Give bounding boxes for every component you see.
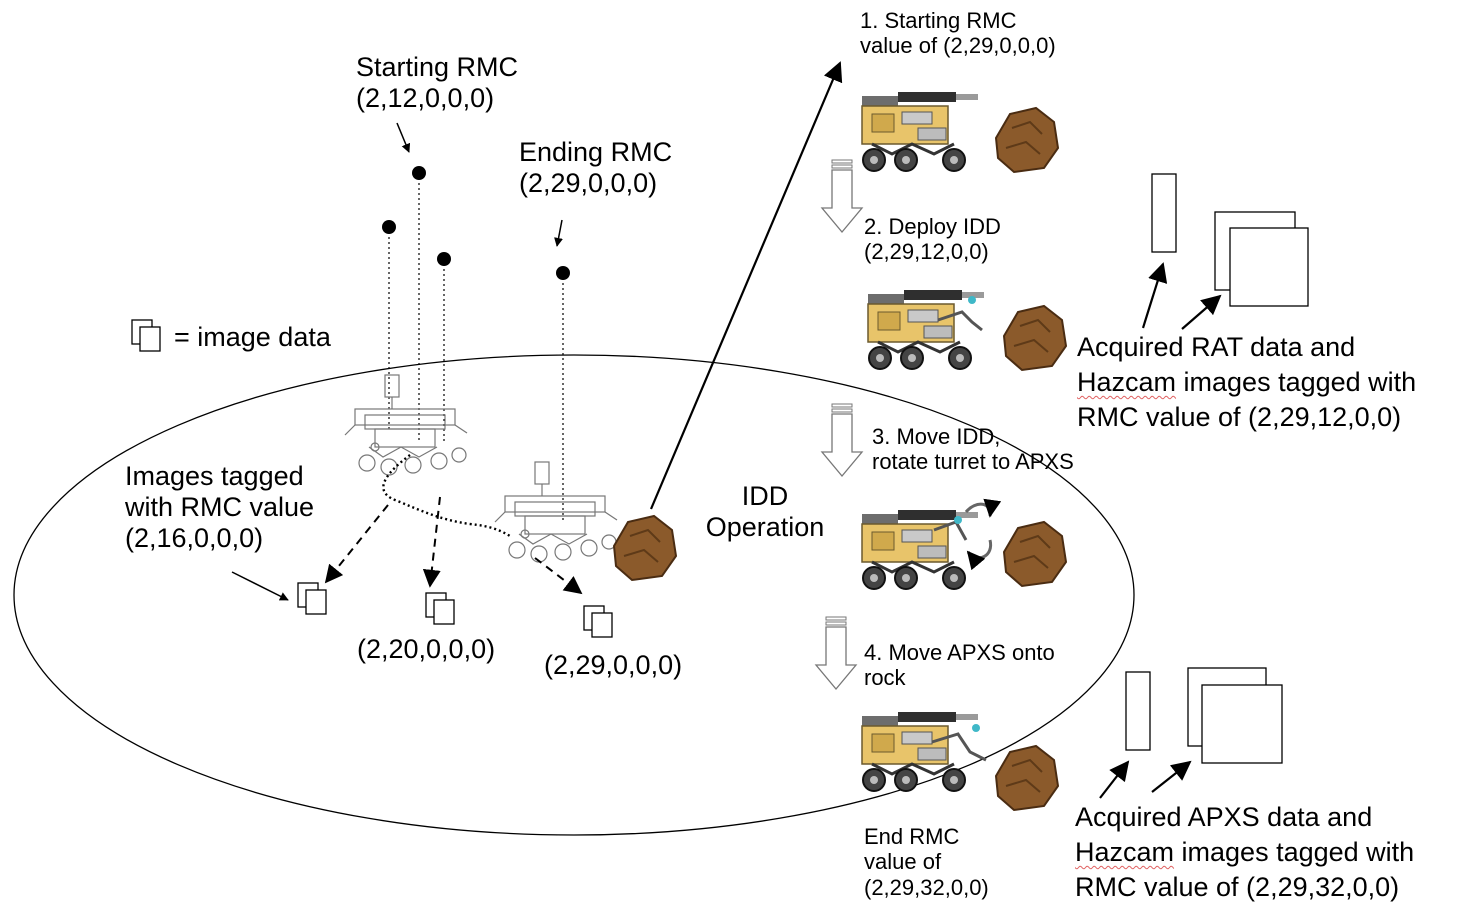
step-4-label: 4. Move APXS onto rock	[864, 640, 1055, 691]
rat-data-icon	[1151, 173, 1177, 253]
image-data-icon	[297, 582, 327, 615]
rat-arrow	[1141, 262, 1168, 329]
rmc-dot	[437, 252, 451, 266]
rat-note: Acquired RAT data and Hazcam images tagg…	[1077, 332, 1417, 433]
apxs-note: Acquired APXS data and Hazcam images tag…	[1075, 802, 1415, 903]
operation-ellipse	[13, 354, 1135, 836]
starting-rmc-arrow	[396, 122, 411, 153]
rock-icon	[1003, 305, 1067, 371]
rover-icon	[860, 710, 980, 793]
image-label-3: (2,29,0,0,0)	[544, 650, 683, 680]
rover-icon	[494, 461, 618, 563]
image-arrow	[324, 504, 389, 584]
images-tagged-label: Images tagged with RMC value (2,16,0,0,0…	[125, 461, 315, 554]
hazcam-arrow	[1151, 760, 1192, 793]
image-data-icon	[131, 319, 161, 352]
ending-rmc-label: Ending RMC (2,29,0,0,0)	[519, 137, 673, 199]
hollow-arrow-icon	[821, 159, 863, 233]
rover-icon	[866, 288, 986, 371]
rock-icon	[1003, 521, 1067, 587]
hazcam-image-icon	[1229, 227, 1309, 307]
rmc-dot	[412, 166, 426, 180]
hollow-arrow-icon	[815, 616, 857, 690]
image-data-icon	[583, 605, 613, 638]
hazcam-word: Hazcam	[1077, 367, 1177, 398]
dotted-verticals	[388, 173, 564, 520]
idd-operation-label: IDD Operation	[705, 481, 825, 543]
rotate-arrow-icon	[964, 498, 1002, 518]
rover-icon	[344, 374, 468, 476]
apxs-arrow	[1099, 760, 1130, 799]
rock-icon	[995, 107, 1059, 173]
starting-rmc-label: Starting RMC (2,12,0,0,0)	[356, 52, 519, 114]
apxs-data-icon	[1125, 671, 1151, 751]
step-3-label: 3. Move IDD, rotate turret to APXS	[872, 424, 1074, 475]
images-tagged-arrow	[231, 571, 289, 601]
idd-arm	[937, 310, 983, 332]
image-data-icon	[425, 592, 455, 625]
hazcam-arrow	[1181, 294, 1222, 330]
rmc-dot	[382, 220, 396, 234]
step-2-label: 2. Deploy IDD (2,29,12,0,0)	[864, 214, 1001, 265]
to-step1-arrow	[649, 61, 843, 510]
rmc-dot	[556, 266, 570, 280]
image-label-2: (2,20,0,0,0)	[357, 634, 496, 664]
idd-arm	[931, 732, 987, 762]
hazcam-image-icon	[1201, 684, 1283, 764]
rock-icon	[613, 515, 677, 581]
hazcam-word: Hazcam	[1075, 837, 1175, 868]
image-arrow	[422, 496, 441, 588]
hollow-arrow-icon	[821, 403, 863, 477]
rover-icon	[860, 90, 980, 173]
image-arrow	[534, 557, 583, 595]
step-1-label: 1. Starting RMC value of (2,29,0,0,0)	[860, 8, 1056, 59]
rotate-arrow-icon	[966, 539, 993, 571]
image-data-legend: = image data	[174, 322, 331, 352]
ending-rmc-arrow	[554, 219, 563, 247]
rock-icon	[995, 745, 1059, 811]
end-rmc-label: End RMC value of (2,29,32,0,0)	[864, 824, 989, 900]
traverse-path	[382, 454, 511, 538]
